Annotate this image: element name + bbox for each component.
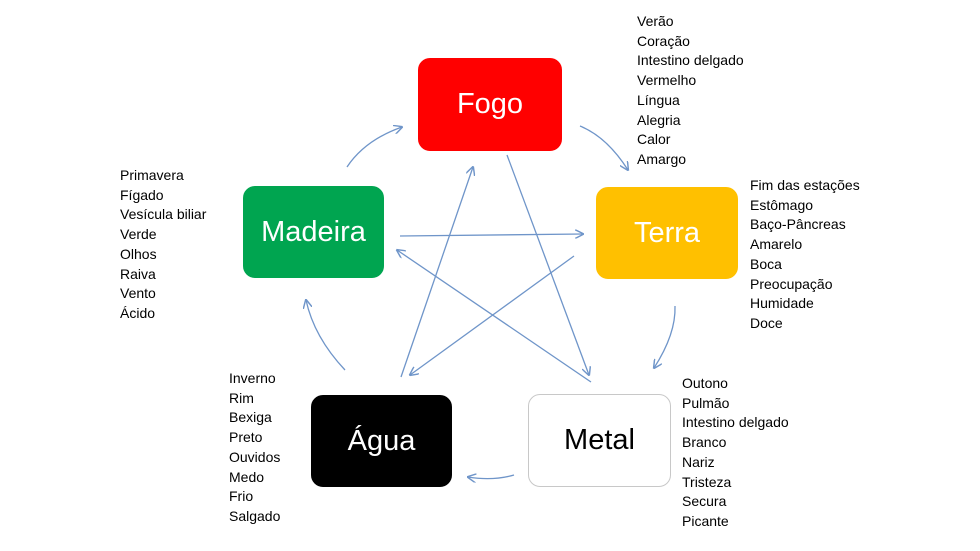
attribute-metal-3: Branco bbox=[682, 434, 727, 451]
attribute-metal-0: Outono bbox=[682, 375, 728, 391]
arrow-metal-to-agua bbox=[468, 475, 515, 479]
node-agua: Água bbox=[311, 395, 452, 487]
node-madeira: Madeira bbox=[243, 186, 384, 278]
attribute-madeira-5: Raiva bbox=[120, 265, 156, 282]
attribute-madeira-4: Olhos bbox=[120, 245, 157, 262]
attribute-agua-0: Inverno bbox=[229, 370, 276, 386]
attribute-agua-7: Salgado bbox=[229, 507, 281, 524]
attribute-agua-6: Frio bbox=[229, 488, 254, 505]
attribute-fogo-4: Língua bbox=[637, 91, 680, 108]
attribute-agua-4: Ouvidos bbox=[229, 448, 281, 465]
attribute-metal-1: Pulmão bbox=[682, 394, 730, 411]
attribute-terra-3: Amarelo bbox=[750, 236, 803, 253]
attribute-agua-3: Preto bbox=[229, 429, 263, 446]
attribute-terra-5: Preocupação bbox=[750, 275, 833, 292]
attribute-madeira-3: Verde bbox=[120, 226, 157, 243]
attribute-terra-6: Humidade bbox=[750, 295, 814, 312]
node-fogo-label: Fogo bbox=[456, 88, 524, 120]
arrow-madeira-to-fogo bbox=[346, 127, 402, 168]
node-metal-label: Metal bbox=[564, 424, 635, 456]
attribute-madeira-7: Ácido bbox=[120, 304, 156, 321]
arrow-terra-to-metal bbox=[654, 305, 676, 368]
node-terra-label: Terra bbox=[633, 216, 701, 249]
attribute-fogo-6: Calor bbox=[637, 131, 671, 148]
node-madeira-label: Madeira bbox=[261, 215, 366, 248]
attribute-metal-7: Picante bbox=[682, 512, 729, 529]
attribute-madeira-6: Vento bbox=[120, 285, 156, 302]
arrow-fogo-to-terra bbox=[579, 125, 628, 170]
node-fogo: Fogo bbox=[418, 58, 562, 151]
attribute-metal-5: Tristeza bbox=[682, 473, 732, 490]
node-metal: Metal bbox=[528, 394, 671, 487]
attribute-fogo-7: Amargo bbox=[637, 150, 687, 167]
arrow-agua-to-madeira bbox=[306, 300, 346, 371]
attribute-terra-7: Doce bbox=[750, 314, 783, 331]
attribute-metal-6: Secura bbox=[682, 493, 727, 510]
arrow-terra-to-agua bbox=[410, 255, 575, 375]
arrow-fogo-to-metal bbox=[506, 154, 589, 375]
attribute-agua-5: Medo bbox=[229, 468, 265, 485]
attribute-agua-2: Bexiga bbox=[229, 409, 272, 426]
attribute-terra-1: Estômago bbox=[750, 196, 814, 213]
attribute-terra-0: Fim das estações bbox=[750, 177, 860, 193]
attribute-madeira-1: Fígado bbox=[120, 186, 164, 203]
attribute-fogo-2: Intestino delgado bbox=[637, 52, 744, 69]
attribute-madeira-0: Primavera bbox=[120, 167, 184, 183]
node-terra: Terra bbox=[596, 187, 738, 279]
node-agua-label: Água bbox=[347, 424, 416, 457]
attribute-fogo-5: Alegria bbox=[637, 111, 681, 128]
attribute-fogo-1: Coração bbox=[637, 32, 690, 49]
attribute-terra-4: Boca bbox=[750, 255, 782, 272]
arrow-metal-to-madeira bbox=[397, 250, 592, 383]
attribute-madeira-2: Vesícula biliar bbox=[120, 206, 207, 223]
attribute-terra-2: Baço-Pâncreas bbox=[750, 216, 846, 233]
arrow-madeira-to-terra bbox=[399, 234, 583, 236]
attribute-metal-2: Intestino delgado bbox=[682, 414, 789, 431]
attribute-agua-1: Rim bbox=[229, 389, 254, 406]
arrow-agua-to-fogo bbox=[400, 167, 473, 378]
attribute-fogo-0: Verão bbox=[637, 13, 674, 29]
attribute-metal-4: Nariz bbox=[682, 453, 715, 470]
attribute-fogo-3: Vermelho bbox=[637, 72, 697, 89]
